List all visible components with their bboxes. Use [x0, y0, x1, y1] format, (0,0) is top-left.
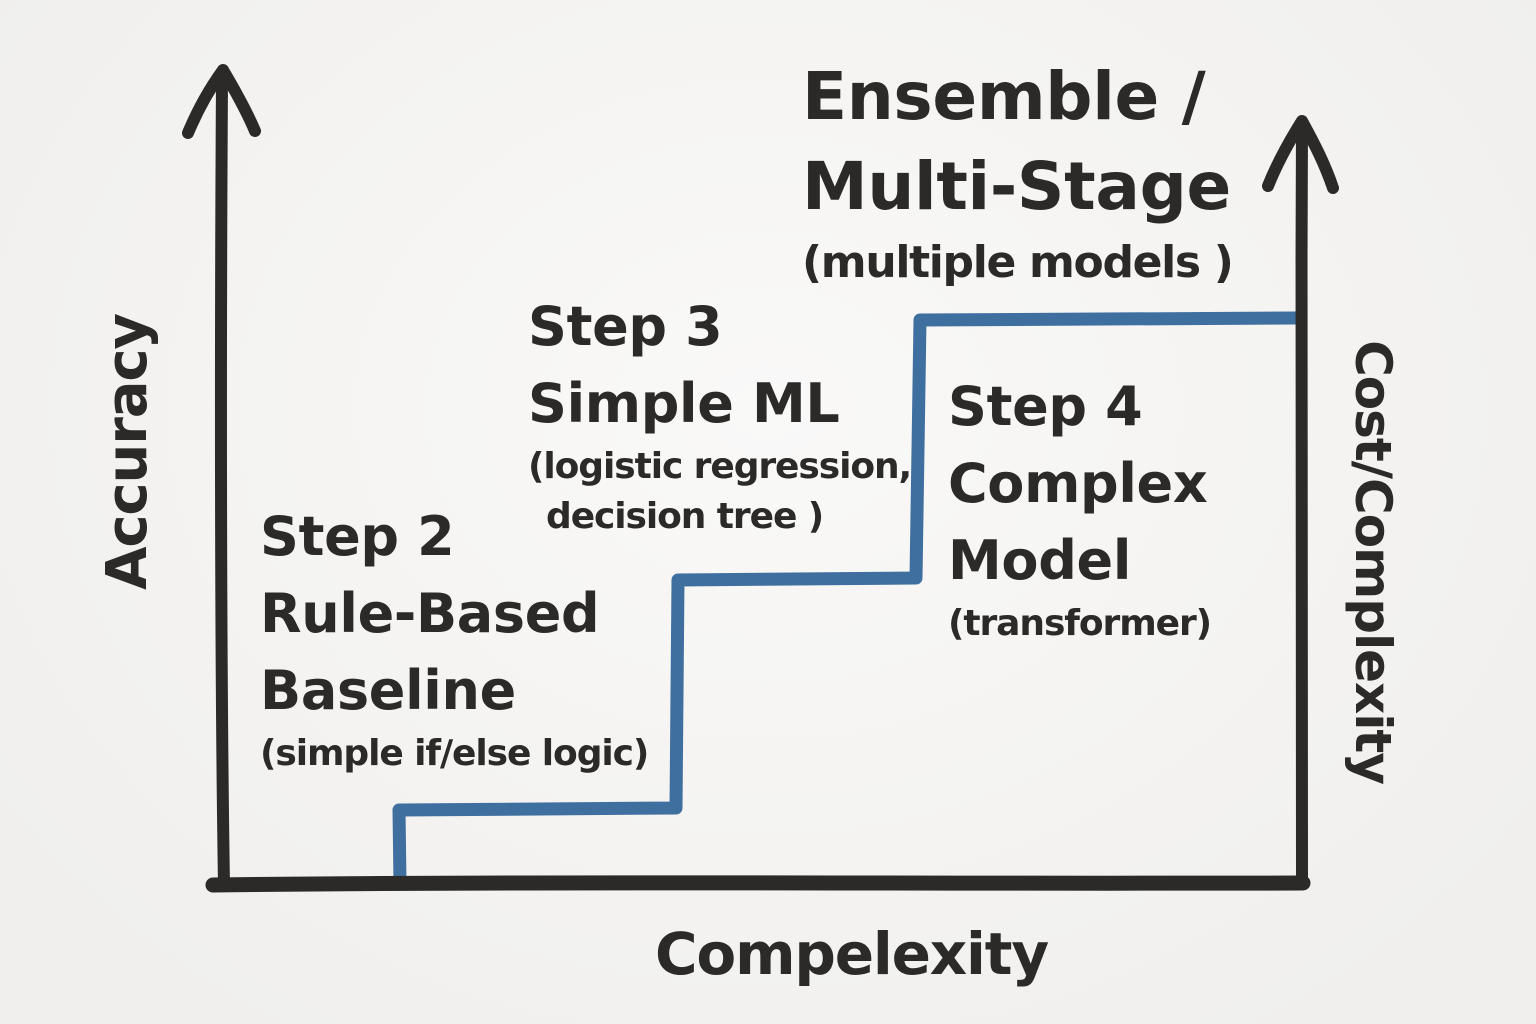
x-axis-label: Compelexity	[655, 920, 1049, 988]
step3-line1: Simple ML	[528, 372, 840, 435]
y-axis-label: Accuracy	[95, 314, 160, 590]
right-axis-line	[1294, 116, 1308, 889]
step3-annotation: Step 3 Simple ML (logistic regression, d…	[528, 288, 912, 542]
ensemble-note: (multiple models )	[802, 237, 1234, 288]
ensemble-annotation: Ensemble / Multi-Stage (multiple models …	[802, 52, 1234, 294]
step2-annotation: Step 2 Rule-Based Baseline (simple if/el…	[260, 498, 649, 779]
step4-line1: Complex	[948, 452, 1208, 515]
staircase-line	[392, 311, 1304, 890]
y-axis-arrowhead-icon	[182, 64, 261, 139]
step2-title: Step 2	[260, 505, 455, 568]
ensemble-line1: Multi-Stage	[802, 148, 1231, 225]
step3-title: Step 3	[528, 295, 723, 358]
step4-title: Step 4	[948, 375, 1143, 438]
step3-note2: decision tree )	[546, 496, 824, 537]
step2-note: (simple if/else logic)	[260, 733, 649, 774]
y-axis-line	[214, 74, 230, 892]
x-axis-line	[205, 875, 1311, 893]
step2-line1: Rule-Based	[260, 582, 600, 645]
step4-note: (transformer)	[948, 603, 1212, 644]
step3-note1: (logistic regression,	[528, 446, 912, 487]
step2-line2: Baseline	[260, 659, 516, 722]
step4-line2: Model	[948, 529, 1132, 592]
right-axis-label: Cost/Complexity	[1344, 340, 1402, 784]
ensemble-title: Ensemble /	[802, 58, 1206, 135]
right-axis-arrowhead-icon	[1262, 115, 1339, 194]
step4-annotation: Step 4 Complex Model (transformer)	[948, 368, 1212, 649]
